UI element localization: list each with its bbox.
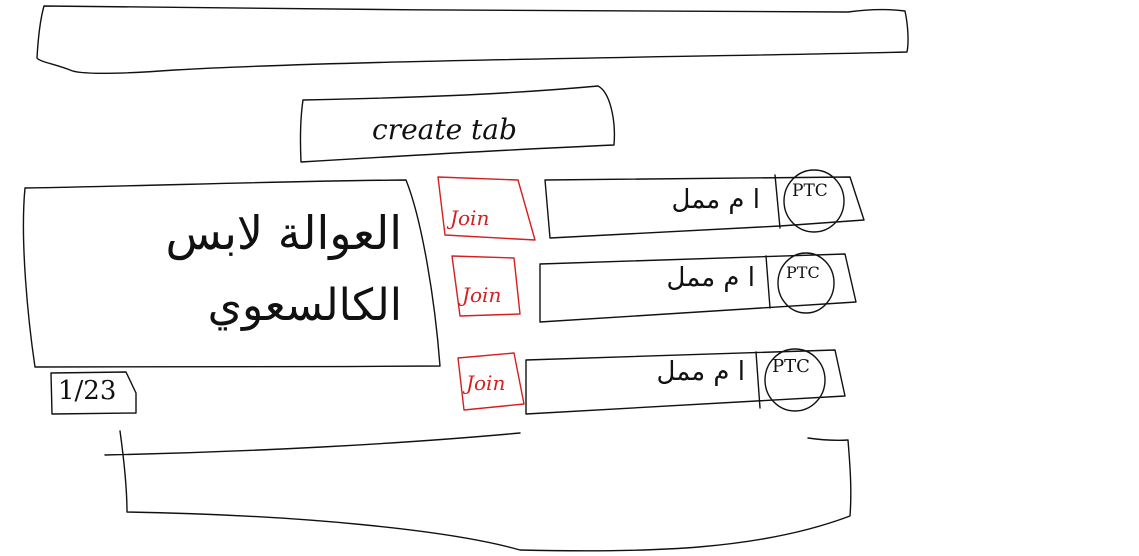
main-card-outline — [22, 179, 441, 368]
tab-row-1-outline — [544, 176, 865, 239]
create-tab-button-outline — [299, 85, 616, 163]
page-indicator[interactable]: 1/23 — [58, 376, 117, 406]
join-button-2[interactable]: Join — [462, 283, 502, 307]
main-card-text-line1: العوالة لابس — [165, 206, 402, 260]
tab-row-1-text: ا م ممل — [671, 185, 761, 215]
join-button-3-outline — [457, 352, 525, 411]
tab-row-3-divider — [755, 351, 761, 409]
create-tab-button[interactable]: create tab — [372, 113, 517, 146]
join-button-2-outline — [451, 255, 521, 317]
tab-row-3-icon-circle — [764, 348, 826, 412]
tab-row-3-outline — [525, 349, 846, 415]
tab-row-2-outline — [539, 253, 857, 323]
tab-row-1-divider — [774, 174, 781, 229]
main-card-text-line2: الكالسعوي — [207, 280, 402, 331]
tab-row-3-icon: PTC — [772, 356, 810, 377]
tab-row-2-icon: PTC — [786, 263, 820, 282]
tab-row-2-icon-circle — [777, 252, 835, 314]
top-bar-outline — [36, 5, 909, 75]
page-indicator-outline — [50, 371, 137, 415]
join-button-1[interactable]: Join — [450, 206, 490, 230]
tab-row-1-icon: PTC — [792, 181, 828, 201]
bottom-panel-outline — [104, 430, 852, 552]
join-button-3[interactable]: Join — [466, 371, 506, 395]
tab-row-2-divider — [765, 255, 771, 309]
tab-row-1-icon-circle — [783, 169, 845, 233]
join-button-1-outline — [437, 176, 536, 241]
tab-row-3-text: ا م ممل — [656, 357, 746, 387]
tab-row-2-text: ا م ممل — [666, 263, 756, 293]
